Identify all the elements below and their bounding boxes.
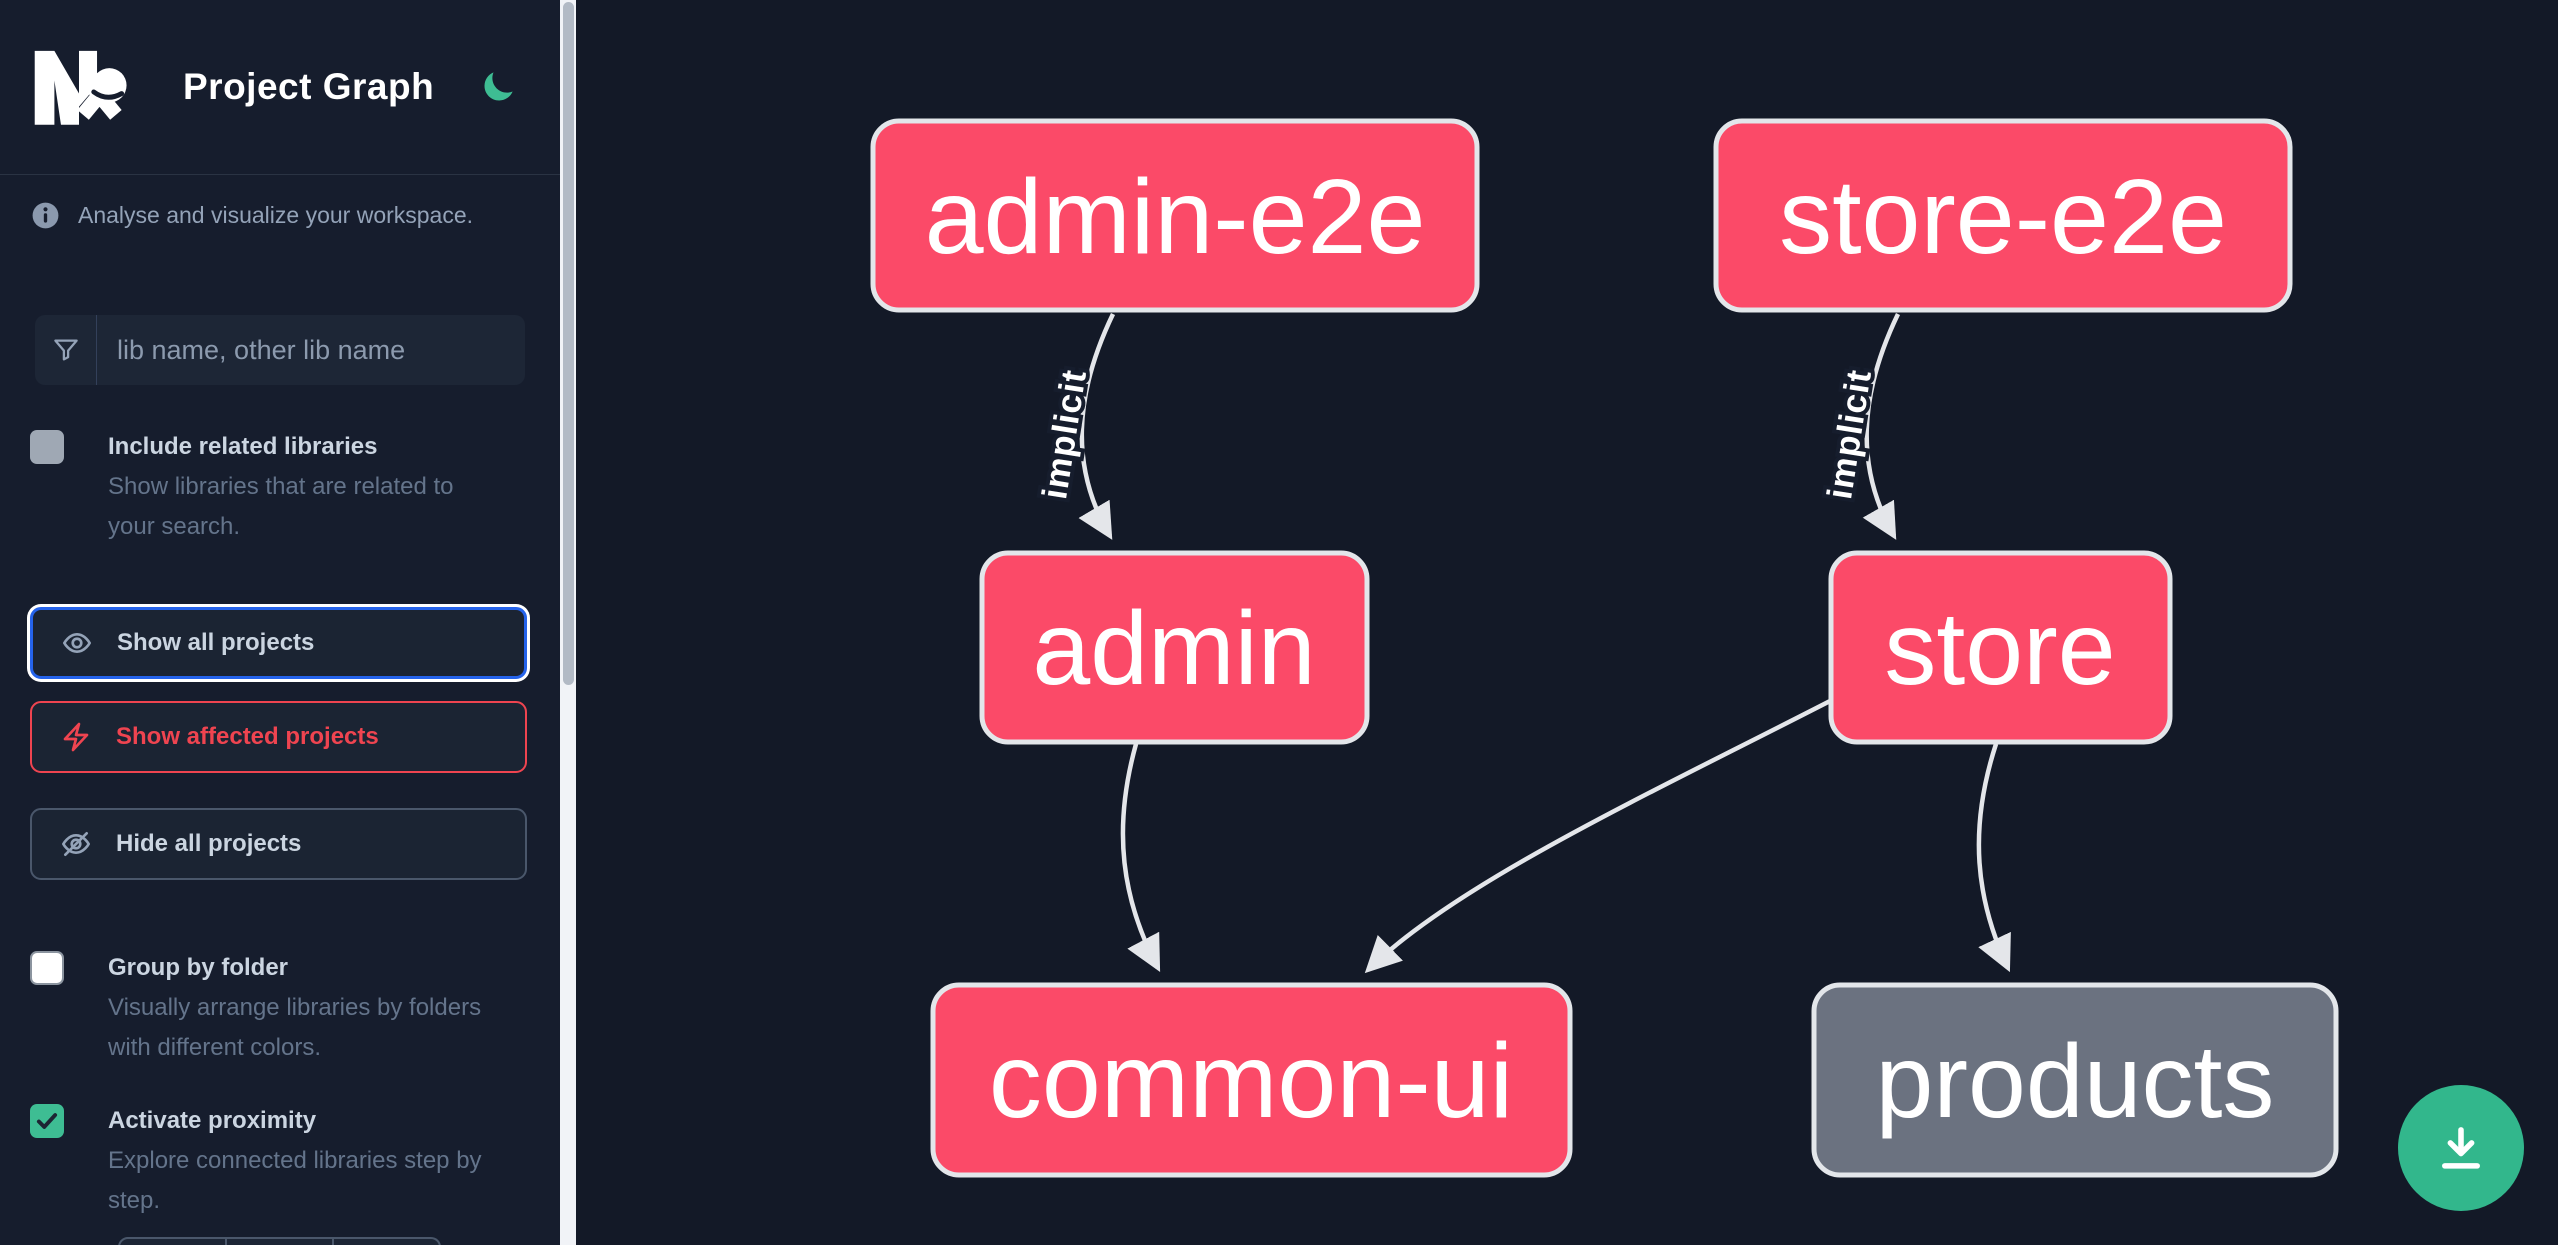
filter-icon [35, 315, 97, 385]
svg-text:products: products [1876, 1024, 2275, 1140]
graph-node-admin-e2e[interactable]: admin-e2e [870, 118, 1480, 313]
edge-store-e2e-store [1862, 313, 1901, 540]
option-description: Explore connected libraries step by step… [108, 1147, 482, 1214]
edge-admin-common-ui [1120, 743, 1161, 972]
proximity-stepper-segment[interactable] [227, 1237, 334, 1245]
checkbox-include-related[interactable] [30, 430, 64, 464]
option-label[interactable]: Group by folder [108, 954, 288, 981]
svg-text:admin-e2e: admin-e2e [925, 158, 1426, 276]
page-title: Project Graph [183, 66, 435, 107]
graph-node-products[interactable]: products [1811, 982, 2339, 1178]
search-box [35, 315, 525, 385]
info-icon [32, 202, 59, 229]
nx-logo [34, 50, 129, 125]
hide-all-projects-button[interactable]: Hide all projects [30, 808, 527, 880]
button-label: Show affected projects [116, 723, 379, 750]
option-label[interactable]: Include related libraries [108, 433, 378, 460]
download-image-button[interactable] [2398, 1085, 2524, 1211]
option-include-related: Include related libraries Show libraries… [30, 427, 530, 547]
option-description: Show libraries that are related to your … [108, 473, 454, 540]
theme-toggle-button[interactable] [480, 69, 516, 105]
checkbox-group-by-folder[interactable] [30, 951, 64, 985]
eye-off-icon [62, 832, 90, 856]
sidebar-scrollbar[interactable] [560, 0, 576, 1245]
proximity-stepper[interactable] [118, 1237, 441, 1245]
scrollbar-thumb[interactable] [562, 2, 574, 685]
show-affected-projects-button[interactable]: Show affected projects [30, 701, 527, 773]
proximity-stepper-segment[interactable] [118, 1237, 227, 1245]
edge-admin-e2e-admin [1078, 313, 1116, 540]
graph-node-admin[interactable]: admin [979, 550, 1370, 745]
option-description: Visually arrange libraries by folders wi… [108, 994, 482, 1061]
graph-nodes: admin-e2e store-e2e admin store common-u… [870, 118, 2339, 1178]
button-label: Show all projects [117, 629, 315, 656]
svg-text:admin: admin [1032, 591, 1315, 707]
graph-node-store[interactable]: store [1828, 550, 2173, 745]
button-label: Hide all projects [116, 830, 302, 857]
checkbox-activate-proximity[interactable] [30, 1104, 64, 1138]
edge-store-products [1976, 743, 2011, 973]
show-all-projects-button[interactable]: Show all projects [30, 607, 527, 679]
info-row: Analyse and visualize your workspace. [30, 200, 530, 231]
option-activate-proximity: Activate proximity Explore connected lib… [30, 1101, 530, 1221]
proximity-stepper-segment[interactable] [334, 1237, 441, 1245]
download-icon [2442, 1127, 2480, 1169]
search-input[interactable] [97, 315, 525, 385]
graph-canvas[interactable]: implicit implicit admin-e2e store-e2e ad… [576, 0, 2558, 1245]
eye-icon [62, 633, 91, 653]
sidebar: Project Graph Analyse and visualize your… [0, 0, 560, 1245]
edge-store-common-ui [1364, 697, 1834, 974]
check-icon [36, 1113, 58, 1129]
svg-text:store: store [1884, 591, 2115, 707]
bolt-icon [63, 722, 89, 752]
graph-node-store-e2e[interactable]: store-e2e [1713, 118, 2293, 313]
moon-icon [484, 72, 513, 101]
graph-node-common-ui[interactable]: common-ui [930, 982, 1573, 1178]
option-group-by-folder: Group by folder Visually arrange librari… [30, 948, 530, 1068]
option-label[interactable]: Activate proximity [108, 1107, 317, 1134]
info-text: Analyse and visualize your workspace. [78, 202, 474, 228]
svg-text:common-ui: common-ui [989, 1022, 1513, 1140]
sidebar-header: Project Graph [0, 0, 560, 175]
svg-text:store-e2e: store-e2e [1779, 158, 2227, 276]
